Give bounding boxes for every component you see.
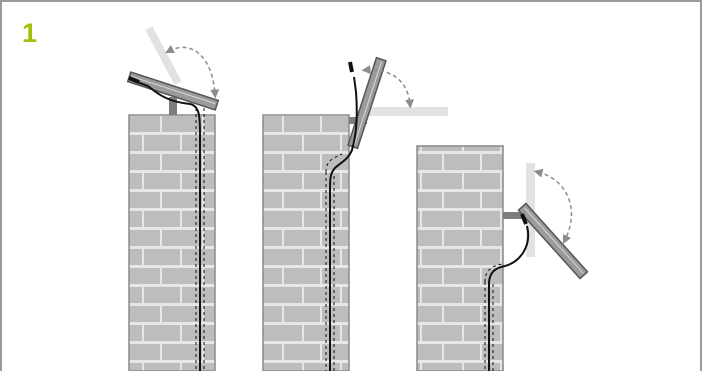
brick-wall-icon — [128, 114, 216, 371]
step-number: 1 — [22, 18, 38, 48]
scene-wall-mount-side — [262, 56, 448, 371]
cable-plug — [520, 213, 528, 225]
cable-icon — [136, 81, 201, 371]
cable-icon — [488, 225, 530, 371]
brick-wall-icon — [416, 145, 504, 371]
scene-wall-mount-hanging — [416, 145, 589, 371]
conduit-line — [325, 153, 343, 173]
curved-double-arrow-icon — [361, 65, 415, 109]
cable-plug — [128, 76, 140, 84]
brick-wall-icon — [262, 114, 350, 371]
scene-wall-mount-vertical — [126, 26, 220, 371]
mounting-bracket-icon — [503, 212, 525, 219]
curved-double-arrow-icon — [533, 168, 573, 245]
solar-panel-ghost — [145, 26, 182, 85]
cable-icon — [329, 76, 358, 371]
mounting-bracket-icon — [169, 97, 177, 115]
cable-plug — [348, 61, 354, 73]
conduit-line — [484, 263, 503, 283]
curved-double-arrow-icon — [165, 44, 220, 99]
solar-panel-ghost — [366, 107, 448, 116]
